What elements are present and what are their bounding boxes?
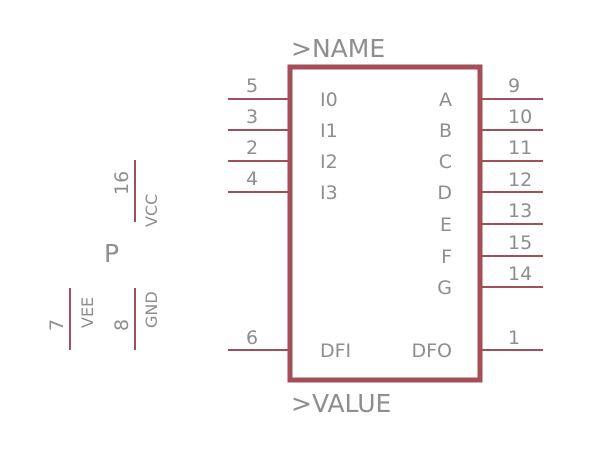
left-pin-name: I3 — [320, 182, 338, 204]
left-pin-number: 6 — [246, 327, 258, 349]
power-pin-number: 7 — [46, 319, 68, 331]
left-pin-name: DFI — [320, 340, 351, 362]
left-pin-number: 3 — [246, 106, 258, 128]
left-pin-number: 5 — [246, 75, 258, 97]
power-pin-number: 8 — [111, 319, 133, 331]
right-pin-group: 9 A 10 B 11 C 12 D 13 E 15 F 14 G 1 DFO — [411, 75, 543, 362]
power-part-label: P — [104, 239, 119, 268]
power-pin-number: 16 — [111, 171, 133, 195]
right-pin-name: C — [439, 151, 452, 173]
right-pin-number: 9 — [508, 75, 520, 97]
left-pin-name: I0 — [320, 89, 338, 111]
right-pin-number: 10 — [508, 106, 532, 128]
right-pin-name: E — [440, 214, 452, 236]
right-pin-number: 1 — [508, 327, 520, 349]
left-pin-name: I1 — [320, 120, 338, 142]
power-pin-name: VEE — [78, 297, 97, 328]
right-pin-number: 12 — [508, 169, 532, 191]
right-pin-name: F — [441, 246, 452, 268]
power-part: P 16 VCC 7 VEE 8 GND — [46, 160, 161, 350]
power-pin-name: GND — [142, 291, 161, 328]
right-pin-number: 14 — [508, 263, 532, 285]
right-pin-name: A — [439, 89, 452, 111]
right-pin-name: G — [437, 277, 452, 299]
right-pin-number: 15 — [508, 232, 532, 254]
right-pin-number: 13 — [508, 200, 532, 222]
left-pin-number: 2 — [246, 137, 258, 159]
left-pin-group: 5 I0 3 I1 2 I2 4 I3 6 DFI — [228, 75, 351, 362]
right-pin-name: B — [439, 120, 452, 142]
left-pin-number: 4 — [246, 168, 258, 190]
power-pin-name: VCC — [142, 194, 161, 227]
right-pin-number: 11 — [508, 137, 532, 159]
right-pin-name: DFO — [411, 340, 452, 362]
part-value-placeholder: >VALUE — [291, 389, 391, 418]
part-name-placeholder: >NAME — [291, 34, 385, 63]
left-pin-name: I2 — [320, 151, 338, 173]
right-pin-name: D — [437, 182, 452, 204]
